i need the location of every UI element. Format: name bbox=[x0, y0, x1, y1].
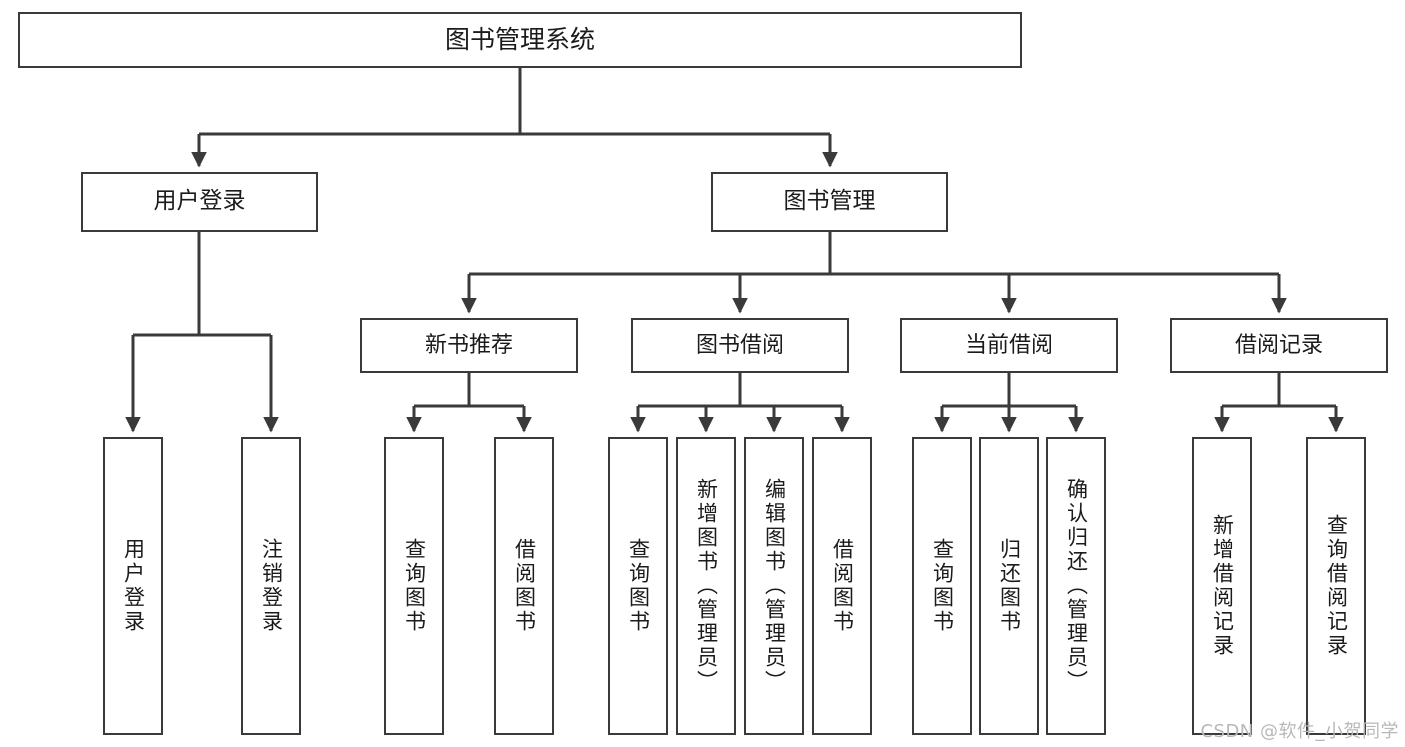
node-new-book-recommendation[interactable]: 新书推荐 bbox=[360, 318, 578, 373]
leaf-logout-label: 注销登录 bbox=[259, 538, 284, 634]
leaf-cb-confirm-return-admin[interactable]: 确认归还（管理员） bbox=[1046, 437, 1106, 735]
leaf-bb-query-books[interactable]: 查询图书 bbox=[608, 437, 668, 735]
leaf-br-query-record[interactable]: 查询借阅记录 bbox=[1306, 437, 1366, 735]
leaf-cb-query-books[interactable]: 查询图书 bbox=[912, 437, 972, 735]
leaf-nb-borrow-books[interactable]: 借阅图书 bbox=[494, 437, 554, 735]
node-current-borrow-label: 当前借阅 bbox=[964, 332, 1053, 358]
node-root-label: 图书管理系统 bbox=[444, 25, 595, 55]
node-book-borrow[interactable]: 图书借阅 bbox=[631, 318, 849, 373]
leaf-cb-return-books-label: 归还图书 bbox=[997, 538, 1022, 634]
leaf-bb-borrow-books-label: 借阅图书 bbox=[830, 538, 855, 634]
leaf-nb-borrow-books-label: 借阅图书 bbox=[512, 538, 537, 634]
leaf-nb-query-books-label: 查询图书 bbox=[402, 538, 427, 634]
node-borrow-records[interactable]: 借阅记录 bbox=[1170, 318, 1388, 373]
node-book-management[interactable]: 图书管理 bbox=[711, 172, 948, 232]
leaf-bb-edit-book-admin-label: 编辑图书（管理员） bbox=[762, 478, 787, 694]
leaf-br-add-record[interactable]: 新增借阅记录 bbox=[1192, 437, 1252, 735]
leaf-cb-query-books-label: 查询图书 bbox=[930, 538, 955, 634]
node-user-login-label: 用户登录 bbox=[153, 188, 246, 215]
node-user-login[interactable]: 用户登录 bbox=[81, 172, 318, 232]
leaf-logout[interactable]: 注销登录 bbox=[241, 437, 301, 735]
leaf-bb-add-book-admin-label: 新增图书（管理员） bbox=[694, 478, 719, 694]
csdn-watermark: CSDN @软件_小贺同学 bbox=[1200, 721, 1399, 742]
node-root[interactable]: 图书管理系统 bbox=[18, 12, 1022, 68]
leaf-cb-return-books[interactable]: 归还图书 bbox=[979, 437, 1039, 735]
leaf-cb-confirm-return-admin-label: 确认归还（管理员） bbox=[1064, 478, 1089, 694]
node-borrow-records-label: 借阅记录 bbox=[1234, 332, 1323, 358]
leaf-bb-edit-book-admin[interactable]: 编辑图书（管理员） bbox=[744, 437, 804, 735]
leaf-br-add-record-label: 新增借阅记录 bbox=[1210, 514, 1235, 658]
leaf-bb-query-books-label: 查询图书 bbox=[626, 538, 651, 634]
node-book-borrow-label: 图书借阅 bbox=[695, 332, 784, 358]
leaf-user-login-label: 用户登录 bbox=[121, 538, 146, 634]
leaf-user-login[interactable]: 用户登录 bbox=[103, 437, 163, 735]
node-book-management-label: 图书管理 bbox=[783, 188, 876, 215]
leaf-bb-add-book-admin[interactable]: 新增图书（管理员） bbox=[676, 437, 736, 735]
node-current-borrow[interactable]: 当前借阅 bbox=[900, 318, 1118, 373]
leaf-br-query-record-label: 查询借阅记录 bbox=[1324, 514, 1349, 658]
node-new-book-recommendation-label: 新书推荐 bbox=[424, 332, 513, 358]
leaf-nb-query-books[interactable]: 查询图书 bbox=[384, 437, 444, 735]
leaf-bb-borrow-books[interactable]: 借阅图书 bbox=[812, 437, 872, 735]
